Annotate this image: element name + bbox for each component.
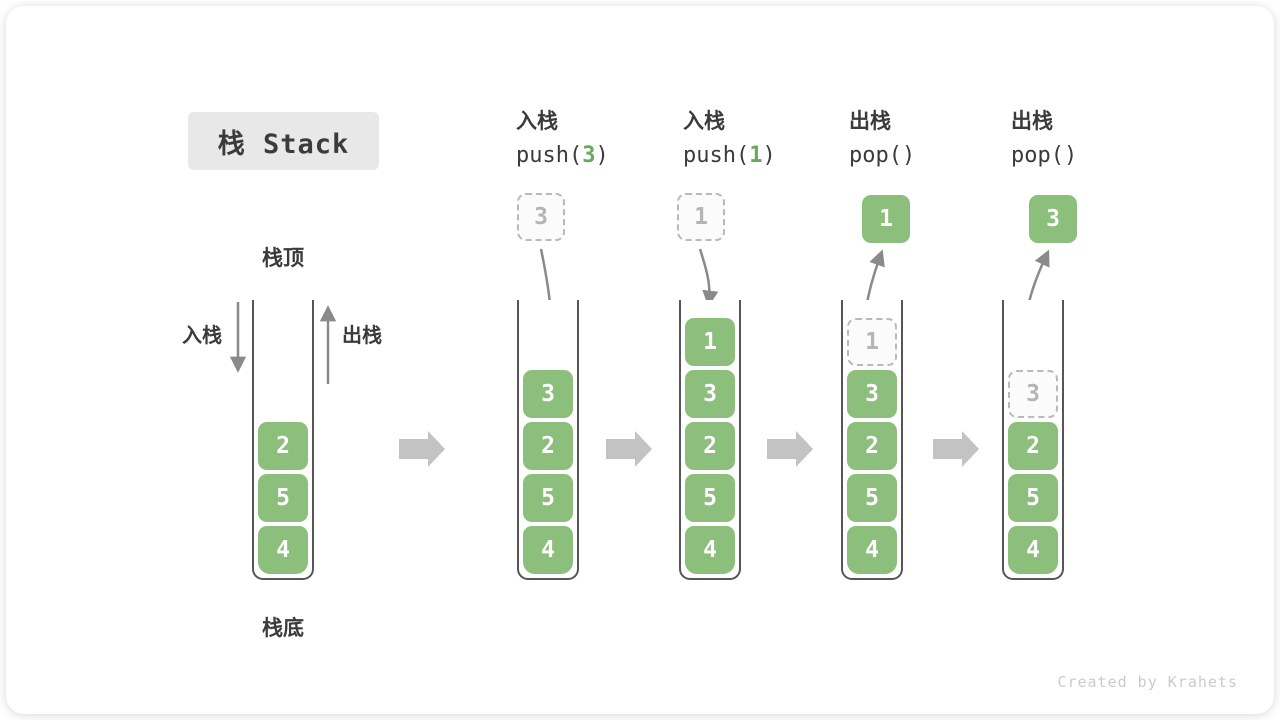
- code-suffix: ): [595, 143, 609, 168]
- flow-arrow-2: [606, 431, 652, 467]
- stack-cell: 2: [258, 422, 308, 470]
- operation-label-push1: 入栈 push(1): [683, 107, 853, 170]
- stack-top-label: 栈顶: [262, 246, 304, 270]
- operation-code: pop(): [849, 142, 1019, 170]
- flow-arrows: [399, 431, 979, 467]
- code-prefix: push(: [683, 143, 750, 168]
- operation-label-pop-first: 出栈 pop(): [849, 107, 1019, 170]
- stack-cell: 2: [1008, 422, 1058, 470]
- operation-code: pop(): [1011, 142, 1181, 170]
- floating-ghost-cell: 3: [517, 193, 565, 241]
- operation-name: 出栈: [849, 109, 891, 133]
- stack-cell: 5: [258, 474, 308, 522]
- stack-cell: 5: [1008, 474, 1058, 522]
- code-prefix: pop(: [849, 143, 902, 168]
- code-suffix: ): [901, 143, 916, 168]
- stack-bottom-label: 栈底: [262, 616, 304, 640]
- stack-cell: 2: [685, 422, 735, 470]
- stack-cell: 4: [685, 526, 735, 574]
- stack-cell: 5: [847, 474, 897, 522]
- operation-name: 入栈: [516, 109, 558, 133]
- stack-cell: 4: [523, 526, 573, 574]
- operation-label-push3: 入栈 push(3): [516, 107, 686, 170]
- stack-cell: 3: [847, 370, 897, 418]
- code-suffix: ): [762, 143, 776, 168]
- code-arg: 1: [749, 143, 763, 168]
- flow-arrow-3: [767, 431, 813, 467]
- push-side-label: 入栈: [182, 323, 222, 347]
- diagram-title: 栈 Stack: [188, 112, 379, 170]
- stack-cell-ghost: 3: [1008, 370, 1058, 418]
- code-prefix: pop(: [1011, 143, 1064, 168]
- code-suffix: ): [1063, 143, 1078, 168]
- operation-code: push(1): [683, 142, 853, 170]
- stack-cell: 4: [847, 526, 897, 574]
- stack-cell: 5: [685, 474, 735, 522]
- floating-popped-cell: 3: [1029, 195, 1077, 243]
- code-arg: 3: [582, 143, 596, 168]
- floating-ghost-cell: 1: [677, 193, 725, 241]
- stack-cell: 2: [523, 422, 573, 470]
- stack-cell-ghost: 1: [847, 318, 897, 366]
- push-arrow-1: [698, 248, 719, 307]
- floating-popped-cell: 1: [862, 195, 910, 243]
- stack-cell: 2: [847, 422, 897, 470]
- stack-cell: 4: [258, 526, 308, 574]
- stack-cell: 3: [523, 370, 573, 418]
- stack-cell: 3: [685, 370, 735, 418]
- operation-code: push(3): [516, 142, 686, 170]
- operation-label-pop-second: 出栈 pop(): [1011, 107, 1181, 170]
- stack-cell: 5: [523, 474, 573, 522]
- operation-name: 入栈: [683, 109, 725, 133]
- watermark: Created by Krahets: [1057, 673, 1238, 691]
- operation-name: 出栈: [1011, 109, 1053, 133]
- code-prefix: push(: [516, 143, 583, 168]
- stack-cell: 1: [685, 318, 735, 366]
- flow-arrow-4: [933, 431, 979, 467]
- pop-side-label: 出栈: [342, 323, 382, 347]
- flow-arrow-1: [399, 431, 445, 467]
- stack-cell: 4: [1008, 526, 1058, 574]
